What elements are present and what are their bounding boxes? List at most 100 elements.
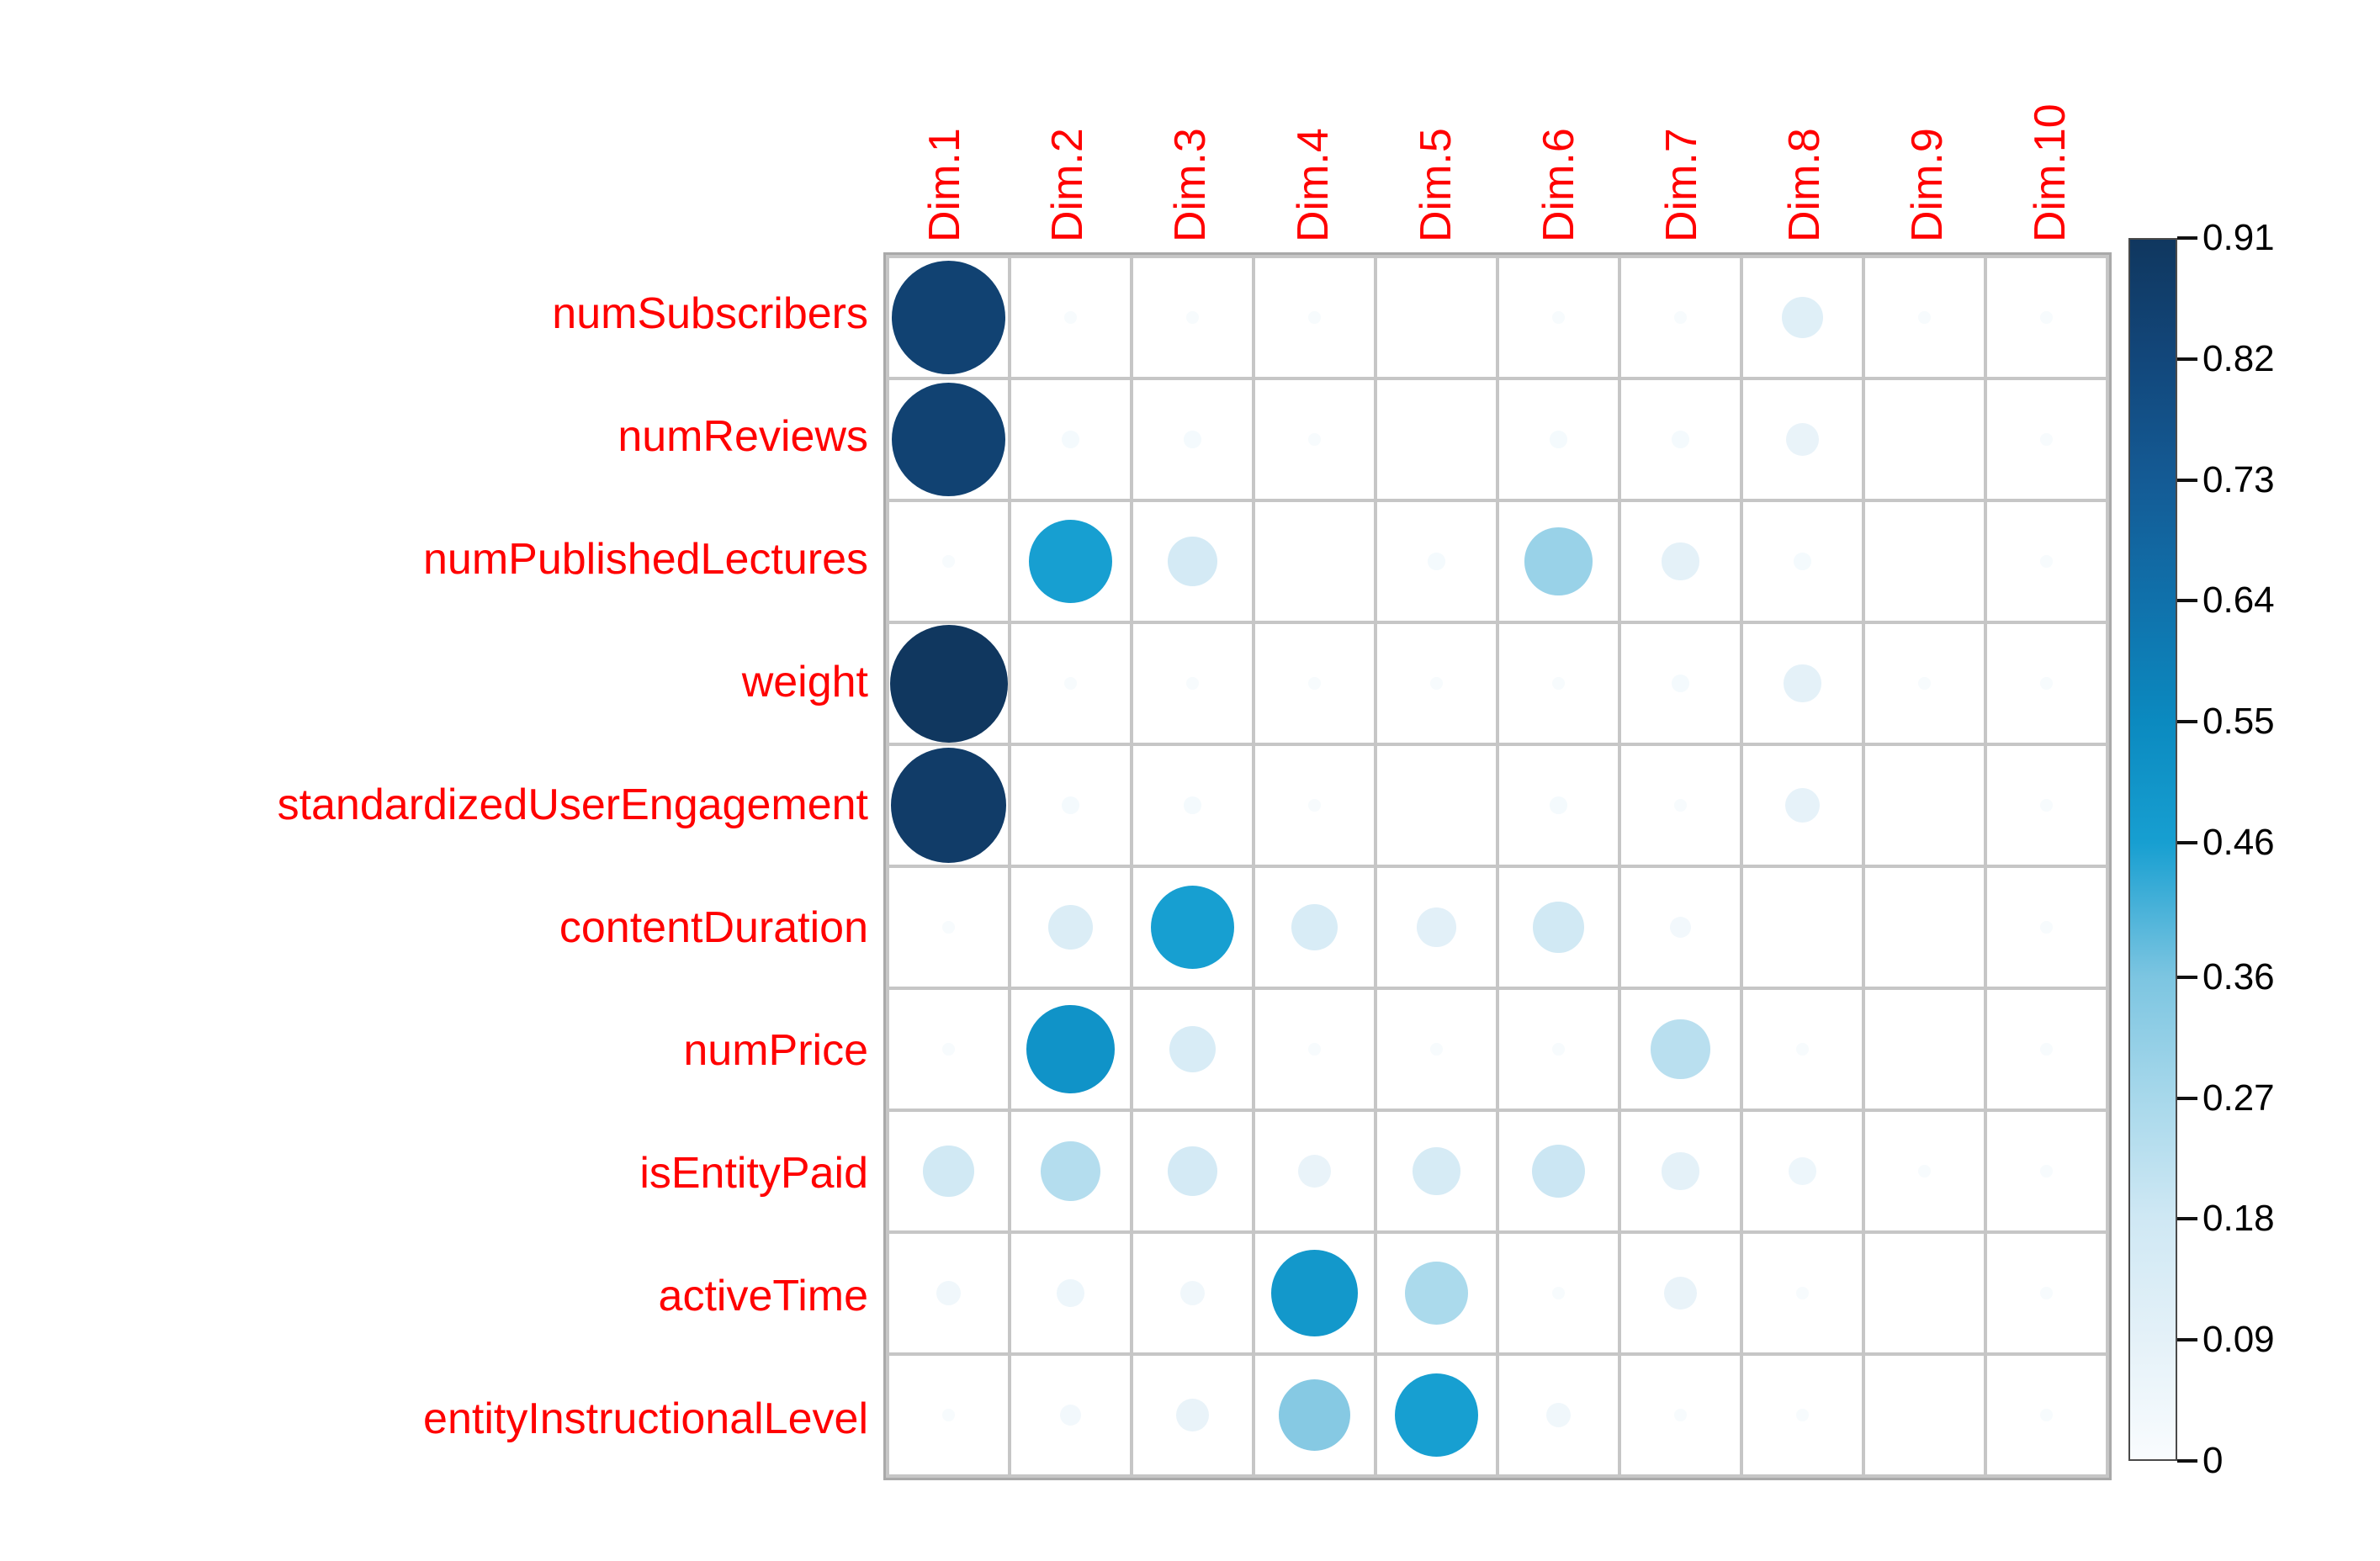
correlation-circle [1550, 431, 1567, 448]
correlation-circle [2040, 677, 2053, 690]
grid-cell [1133, 380, 1252, 499]
correlation-circle [1413, 1147, 1460, 1195]
colorbar-tick [2177, 1096, 2197, 1100]
grid-cell [1377, 624, 1496, 743]
correlation-circle [2040, 433, 2053, 446]
grid-cell [1865, 1234, 1984, 1352]
grid-cell [1621, 1112, 1740, 1230]
grid-cell [889, 746, 1008, 865]
plot-grid [883, 252, 2112, 1480]
grid-cell [1621, 990, 1740, 1109]
grid-cell [1865, 1356, 1984, 1474]
grid-cell [1255, 258, 1374, 377]
grid-cell [1377, 868, 1496, 987]
correlation-circle [1669, 916, 1692, 939]
grid-cell [1011, 624, 1130, 743]
col-label: Dim.9 [1903, 128, 1952, 242]
colorbar-tick [2177, 841, 2197, 844]
colorbar-tick-label: 0.36 [2202, 955, 2275, 997]
colorbar-tick [2177, 720, 2197, 724]
grid-cell [1987, 502, 2106, 621]
correlation-circle [1662, 542, 1699, 580]
colorbar-tick [2177, 1338, 2197, 1342]
grid-cell [1255, 502, 1374, 621]
grid-cell [889, 1234, 1008, 1352]
correlation-circle [1552, 1043, 1565, 1056]
grid-cell [1133, 868, 1252, 987]
correlation-circle [1918, 1165, 1931, 1177]
correlation-circle [1168, 537, 1217, 586]
grid-cell [1499, 380, 1618, 499]
correlation-circle [1179, 1280, 1206, 1306]
grid-cell [1255, 1234, 1374, 1352]
grid-cell [1987, 746, 2106, 865]
correlation-circle [1271, 1250, 1358, 1336]
colorbar-tick-label: 0.82 [2202, 337, 2275, 379]
grid-cell [1133, 258, 1252, 377]
correlation-circle [1672, 431, 1689, 448]
colorbar [2128, 238, 2177, 1461]
colorbar-tick-label: 0.18 [2202, 1198, 2275, 1240]
grid-cell [1011, 258, 1130, 377]
grid-cell [1011, 1356, 1130, 1474]
correlation-circle [1028, 519, 1113, 604]
grid-cell [1011, 868, 1130, 987]
grid-cell [1743, 1234, 1862, 1352]
correlation-circle [1430, 677, 1443, 690]
correlation-circle [1394, 1373, 1479, 1458]
col-label: Dim.3 [1166, 128, 1215, 242]
grid-cell [1865, 380, 1984, 499]
grid-cell [1011, 380, 1130, 499]
correlation-circle [1796, 1043, 1809, 1056]
grid-cell [1865, 868, 1984, 987]
correlation-circle [1552, 1287, 1565, 1299]
correlation-circle [1308, 311, 1321, 324]
grid-cell [1743, 258, 1862, 377]
colorbar-tick-label: 0.91 [2202, 217, 2275, 258]
correlation-circle [1918, 311, 1931, 324]
correlation-circle [942, 1409, 955, 1421]
grid-cell [1133, 990, 1252, 1109]
correlation-circle [1308, 677, 1321, 690]
grid-cell [1621, 746, 1740, 865]
correlation-circle [1662, 1152, 1699, 1190]
grid-cell [1255, 990, 1374, 1109]
grid-cell [1743, 624, 1862, 743]
correlation-circle [1062, 431, 1079, 448]
grid-cell [1621, 1234, 1740, 1352]
correlation-circle [1672, 675, 1689, 692]
grid-cell [1377, 380, 1496, 499]
grid-cell [1499, 502, 1618, 621]
correlation-circle [1291, 904, 1338, 950]
correlation-circle [923, 1146, 974, 1197]
grid-cell [889, 380, 1008, 499]
correlation-circle [2040, 1409, 2053, 1421]
row-label: activeTime [658, 1272, 868, 1320]
grid-cell [1377, 746, 1496, 865]
correlation-circle [890, 747, 1007, 864]
grid-cell [1499, 258, 1618, 377]
row-label: numPublishedLectures [423, 535, 868, 584]
col-label: Dim.2 [1043, 128, 1092, 242]
grid-cell [1987, 624, 2106, 743]
correlation-circle [1026, 1005, 1115, 1093]
col-label: Dim.7 [1657, 128, 1706, 242]
correlation-circle [1308, 1043, 1321, 1056]
colorbar-tick [2177, 975, 2197, 979]
grid-cell [1133, 502, 1252, 621]
grid-cell [1255, 868, 1374, 987]
row-label: isEntityPaid [639, 1149, 868, 1198]
grid-cell [1865, 502, 1984, 621]
row-label: numSubscribers [552, 289, 868, 338]
grid-cell [1987, 868, 2106, 987]
grid-cell [1987, 380, 2106, 499]
correlation-circle [1552, 311, 1565, 324]
grid-cell [1743, 868, 1862, 987]
correlation-circle [2040, 1043, 2053, 1056]
correlation-circle [1794, 553, 1811, 570]
grid-cell [1621, 258, 1740, 377]
correlation-circle [1059, 1404, 1082, 1426]
grid-cell [1621, 380, 1740, 499]
correlation-circle [1552, 677, 1565, 690]
correlation-circle [1064, 677, 1077, 690]
